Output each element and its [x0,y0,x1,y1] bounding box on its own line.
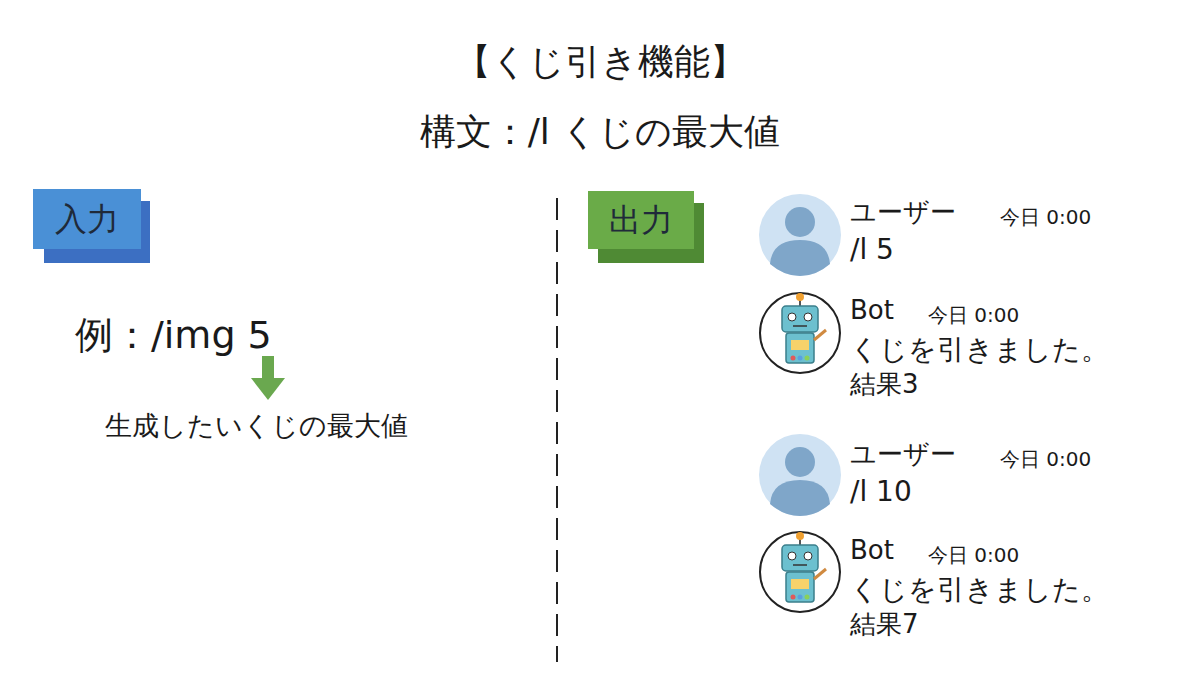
bot-name: Bot [850,295,894,326]
user-message: /l 5 [850,233,894,267]
bot-message: くじを引きました。 [850,333,1109,367]
timestamp: 今日 0:00 [928,303,1019,327]
annotation: 生成したいくじの最大値 [105,410,408,442]
bot-message: くじを引きました。 [850,573,1109,607]
down-arrow [251,356,285,400]
user-avatar [759,194,841,276]
bot-result: 結果3 [850,369,919,400]
bot-result: 結果7 [850,609,919,640]
bot-name: Bot [850,535,894,566]
syntax-line: 構文：/l くじの最大値 [0,110,1200,153]
tag-label: 出力 [609,204,673,236]
example-input: 例：/img 5 [75,313,272,359]
user-avatar [759,434,841,516]
timestamp: 今日 0:00 [928,543,1019,567]
bot-avatar [760,293,840,373]
divider-line [556,198,558,662]
user-name: ユーザー [850,439,956,470]
input-tag: 入力 [33,189,141,249]
tag-label: 入力 [55,203,119,235]
user-name: ユーザー [850,197,956,228]
user-message: /l 10 [850,475,912,509]
bot-avatar [760,532,840,612]
timestamp: 今日 0:00 [1000,447,1091,471]
diagram-title: 【くじ引き機能】 [0,40,1200,83]
timestamp: 今日 0:00 [1000,205,1091,229]
output-tag: 出力 [588,191,694,249]
